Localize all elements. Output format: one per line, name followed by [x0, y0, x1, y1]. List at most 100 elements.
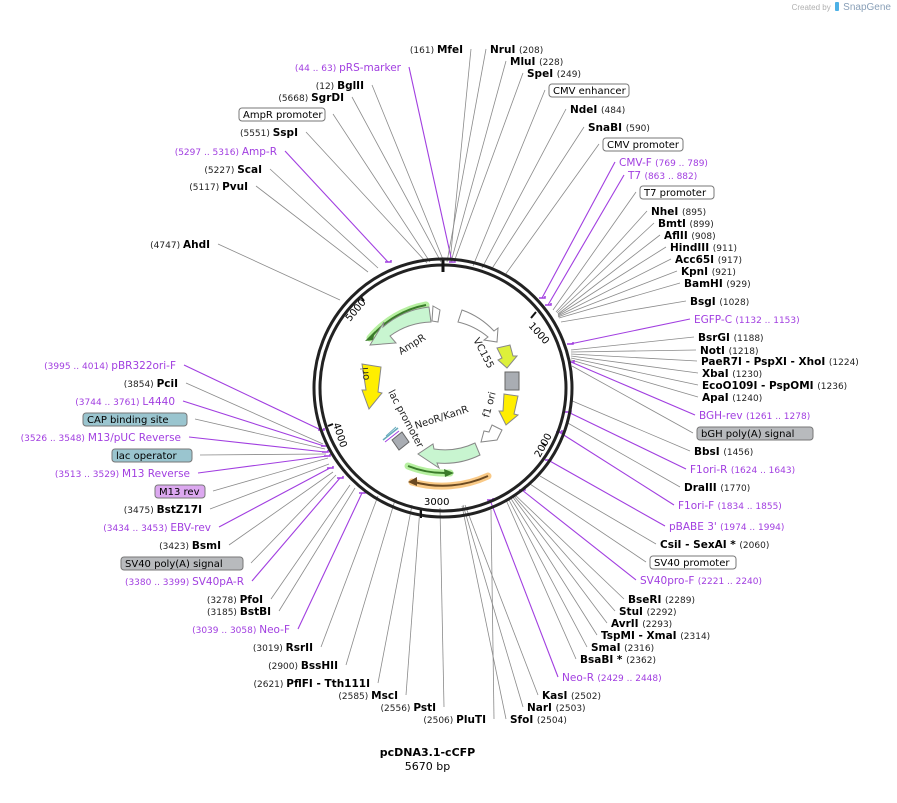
label-bsshii[interactable]: (2900) BssHII: [268, 660, 338, 672]
label-eco[interactable]: EcoO109I - PspOMI (1236): [702, 380, 847, 392]
leader-line: [284, 150, 389, 263]
label-mlui[interactable]: MluI (228): [510, 56, 563, 68]
label-bstz17i[interactable]: (3475) BstZ17I: [124, 504, 202, 516]
label-t7p[interactable]: T7 promoter: [639, 185, 715, 200]
label-f1orif[interactable]: F1ori-F (1834 .. 1855): [678, 500, 782, 512]
leader-line: [567, 411, 687, 470]
label-spei[interactable]: SpeI (249): [527, 68, 581, 80]
label-hindiii[interactable]: HindIII (911): [670, 242, 737, 254]
label-scai[interactable]: (5227) ScaI: [204, 164, 262, 176]
label-stui[interactable]: StuI (2292): [619, 606, 677, 618]
label-aflii[interactable]: AflII (908): [664, 230, 716, 242]
svg-text:DraIII (1770): DraIII (1770): [684, 482, 750, 494]
label-cmvf[interactable]: CMV-F (769 .. 789): [619, 157, 708, 169]
label-bsmi[interactable]: (3423) BsmI: [159, 540, 221, 552]
label-lacop[interactable]: lac operator: [111, 448, 193, 463]
label-paer7i[interactable]: PaeR7I - PspXI - XhoI (1224): [701, 356, 859, 368]
label-psti[interactable]: (2556) PstI: [381, 702, 436, 714]
label-msci[interactable]: (2585) MscI: [338, 690, 398, 702]
ampr-feature[interactable]: [369, 306, 432, 346]
label-pcii[interactable]: (3854) PciI: [124, 378, 178, 390]
label-neof[interactable]: (3039 .. 3058) Neo-F: [192, 624, 290, 636]
label-bglii[interactable]: (12) BglII: [316, 80, 364, 92]
label-acc65i[interactable]: Acc65I (917): [675, 254, 742, 266]
label-apai[interactable]: ApaI (1240): [702, 392, 762, 404]
label-position: (2060): [739, 541, 769, 551]
label-bseri[interactable]: BseRI (2289): [628, 594, 695, 606]
label-pbr322[interactable]: (3995 .. 4014) pBR322ori-F: [44, 360, 176, 372]
label-name: BmtI: [658, 218, 690, 230]
label-bbsi[interactable]: BbsI (1456): [694, 446, 753, 458]
label-sv40par[interactable]: (3380 .. 3399) SV40pA-R: [125, 576, 244, 588]
label-cmve[interactable]: CMV enhancer: [548, 83, 630, 98]
label-sgrdi[interactable]: (5668) SgrDI: [278, 92, 344, 104]
label-kasi[interactable]: KasI (2502): [542, 690, 601, 702]
label-amprp[interactable]: AmpR promoter: [238, 107, 326, 122]
label-noti[interactable]: NotI (1218): [700, 345, 759, 357]
label-sspi[interactable]: (5551) SspI: [240, 127, 298, 139]
label-t7[interactable]: T7 (863 .. 882): [627, 170, 697, 182]
label-bamhi[interactable]: BamHI (929): [684, 278, 751, 290]
label-position: (863 .. 882): [644, 172, 697, 182]
svg-text:pBABE 3' (1974 .. 1994): pBABE 3' (1974 .. 1994): [669, 521, 784, 533]
label-name: T7: [627, 170, 644, 182]
leader-line: [269, 168, 379, 269]
label-pluti[interactable]: (2506) PluTI: [423, 714, 486, 726]
label-position: (3185): [207, 608, 240, 618]
label-m13puc[interactable]: (3526 .. 3548) M13/pUC Reverse: [21, 432, 181, 444]
label-prs[interactable]: (44 .. 63) pRS-marker: [295, 62, 402, 74]
label-bghpa[interactable]: bGH poly(A) signal: [696, 426, 814, 441]
label-ebvrev[interactable]: (3434 .. 3453) EBV-rev: [103, 522, 211, 534]
label-l4440[interactable]: (3744 .. 3761) L4440: [75, 396, 175, 408]
label-pvui[interactable]: (5117) PvuI: [189, 181, 248, 193]
label-sv40p[interactable]: SV40 promoter: [649, 555, 737, 570]
label-kpni[interactable]: KpnI (921): [681, 266, 736, 278]
label-ahdi[interactable]: (4747) AhdI: [150, 239, 210, 251]
label-m13revbox[interactable]: M13 rev: [154, 484, 206, 499]
label-mfei[interactable]: (161) MfeI: [410, 44, 463, 56]
label-sv40pa[interactable]: SV40 poly(A) signal: [120, 556, 244, 571]
f1-ori-feature[interactable]: [498, 393, 520, 426]
label-nrui[interactable]: NruI (208): [490, 44, 543, 56]
svg-text:PaeR7I - PspXI - XhoI (1: PaeR7I - PspXI - XhoI (1224): [701, 356, 859, 368]
label-pbabe[interactable]: pBABE 3' (1974 .. 1994): [669, 521, 784, 533]
feature-box: [602, 137, 684, 152]
label-draiii[interactable]: DraIII (1770): [684, 482, 750, 494]
label-sfoi[interactable]: SfoI (2504): [510, 714, 567, 726]
label-sv40prof[interactable]: SV40pro-F (2221 .. 2240): [640, 575, 762, 587]
label-f1orir[interactable]: F1ori-R (1624 .. 1643): [690, 464, 795, 476]
label-ndei[interactable]: NdeI (484): [570, 104, 625, 116]
feature-name: CMV enhancer: [553, 86, 627, 97]
vc155-feature[interactable]: [457, 309, 499, 343]
label-smai[interactable]: SmaI (2316): [591, 642, 654, 654]
label-nhei[interactable]: NheI (895): [651, 206, 706, 218]
label-avrii[interactable]: AvrII (2293): [611, 618, 672, 630]
label-bsrgi[interactable]: BsrGI (1188): [698, 332, 764, 344]
label-cmvp[interactable]: CMV promoter: [602, 137, 684, 152]
label-snabi[interactable]: SnaBI (590): [588, 122, 650, 134]
label-bsgi[interactable]: BsgI (1028): [690, 296, 749, 308]
label-bsabi[interactable]: BsaBI * (2362): [580, 654, 656, 666]
label-bmti[interactable]: BmtI (899): [658, 218, 714, 230]
svg-text:T7 (863 .. 882): T7 (863 .. 882): [627, 170, 697, 182]
label-cap[interactable]: CAP binding site: [82, 412, 188, 427]
label-rsrii[interactable]: (3019) RsrII: [253, 642, 313, 654]
neor-feature[interactable]: [417, 442, 481, 470]
label-nari[interactable]: NarI (2503): [527, 702, 586, 714]
label-tspmi[interactable]: TspMI - XmaI (2314): [601, 630, 710, 642]
label-m13reverse[interactable]: (3513 .. 3529) M13 Reverse: [55, 468, 190, 480]
label-position: (895): [682, 208, 706, 218]
feature-box: [639, 185, 715, 200]
label-pflfi[interactable]: (2621) PflFI - Tth111I: [253, 678, 370, 690]
label-bghrev[interactable]: BGH-rev (1261 .. 1278): [699, 410, 810, 422]
label-neor[interactable]: Neo-R (2429 .. 2448): [562, 672, 662, 684]
ori-feature[interactable]: [361, 363, 383, 410]
label-csii[interactable]: CsiI - SexAI * (2060): [660, 539, 769, 551]
credit-prefix: Created by: [791, 3, 831, 12]
label-ampr[interactable]: (5297 .. 5316) Amp-R: [175, 146, 277, 158]
label-position: (3513 .. 3529): [55, 470, 122, 480]
label-bstbi[interactable]: (3185) BstBI: [207, 606, 271, 618]
label-xbai[interactable]: XbaI (1230): [702, 368, 762, 380]
label-egfpc[interactable]: EGFP-C (1132 .. 1153): [694, 314, 800, 326]
label-pfoi[interactable]: (3278) PfoI: [207, 594, 263, 606]
